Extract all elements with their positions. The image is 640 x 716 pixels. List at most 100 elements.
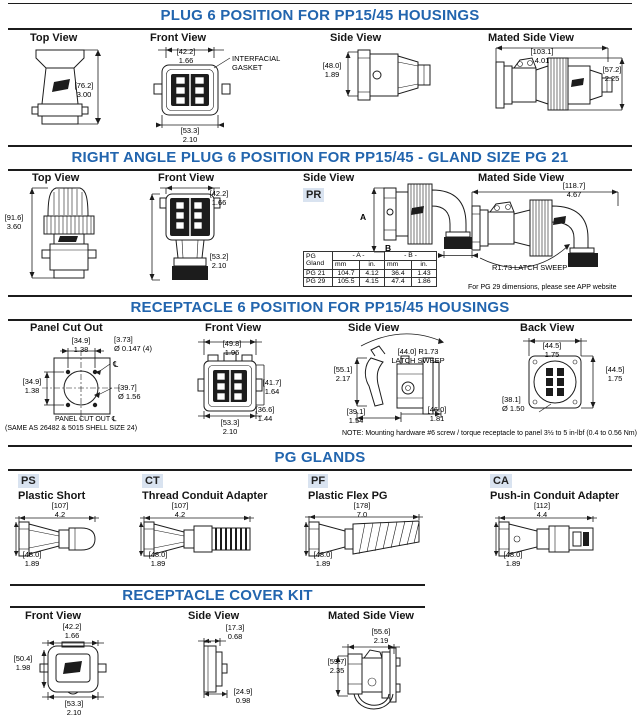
divider: [8, 295, 632, 297]
pg-gland-table: PG Gland - A - - B - mm in. mm in. PG 21…: [303, 251, 437, 288]
panel-cutout-caption: PANEL CUT OUT ℄: [55, 416, 117, 423]
dim-rec-side-bottom-left: [39.1]1.54: [346, 407, 366, 425]
dim-ca-height: [48.0]1.89: [503, 550, 523, 568]
section-title-receptacle: RECEPTACLE 6 POSITION FOR PP15/45 HOUSIN…: [130, 299, 510, 316]
divider: [8, 169, 632, 171]
code-badge-ps: PS: [18, 474, 39, 488]
dim-plug-mated-height: [57.2]2.25: [602, 65, 622, 83]
view-label-plug-front: Front View: [150, 32, 207, 44]
divider: [8, 469, 632, 471]
cover-side-view-drawing: [198, 638, 228, 698]
dim-ps-length: [107]4.2: [51, 501, 69, 519]
mounting-note: NOTE: Mounting hardware #6 screw / torqu…: [342, 430, 637, 437]
cover-front-view-drawing: [39, 640, 107, 700]
divider: [8, 445, 632, 447]
divider: [8, 28, 632, 30]
divider: [8, 319, 632, 321]
view-label-ra-top: Top View: [32, 172, 80, 184]
gland-name-ct: Thread Conduit Adapter: [142, 490, 268, 502]
dim-ct-length: [107]4.2: [171, 501, 189, 519]
gland-ct-drawing: [139, 515, 254, 557]
latch-sweep-dim: [44.0] R1.73 LATCH SWEEP: [391, 347, 445, 365]
pg29-footnote: For PG 29 dimensions, please see APP web…: [468, 284, 617, 291]
dim-cover-mated-top: [55.6]2.19: [371, 627, 391, 645]
dim-rec-back-right: [44.5]1.75: [605, 365, 625, 383]
dim-ra-mated-width: [118.7]4.67: [562, 181, 586, 199]
table-header-b: - B -: [384, 251, 437, 261]
view-label-ra-front: Front View: [158, 172, 215, 184]
dim-rec-back-circle: [38.1]Ø 1.50: [502, 395, 525, 413]
dim-ra-top-height: [91.6]3.60: [4, 213, 24, 231]
dim-pf-height: [48.0]1.89: [313, 550, 333, 568]
code-badge-ct: CT: [142, 474, 163, 488]
dim-ra-front-bottom: [53.2]2.10: [209, 252, 229, 270]
rec-side-view-drawing: [354, 333, 444, 422]
divider: [8, 145, 632, 147]
dim-rec-back-top: [44.5]1.75: [542, 341, 562, 359]
ra-plug-top-view-drawing: [29, 187, 97, 279]
view-label-cover-mated: Mated Side View: [328, 610, 414, 622]
view-label-ra-side: Side View: [303, 172, 355, 184]
section-title-plug: PLUG 6 POSITION FOR PP15/45 HOUSINGS: [160, 7, 480, 24]
plug-side-view-drawing: [345, 49, 431, 101]
section-title-cover: RECEPTACLE COVER KIT: [122, 587, 313, 604]
plug-front-view-drawing: [153, 47, 231, 128]
dim-rec-front-right: [41.7]1.64: [262, 378, 282, 396]
dim-rec-side-bottom-right: [46.0]1.81: [427, 405, 447, 423]
section-title-glands: PG GLANDS: [274, 449, 366, 466]
gland-pf-drawing: [304, 514, 423, 557]
dim-panel-left: [34.9]1.38: [22, 377, 42, 395]
gland-name-pf: Plastic Flex PG: [308, 490, 388, 502]
table-header-a: - A -: [332, 251, 385, 261]
dim-plug-front-bottom: [53.3]2.10: [180, 126, 200, 144]
view-label-cover-front: Front View: [25, 610, 82, 622]
dim-rec-side-left: [55.1]2.17: [333, 365, 353, 383]
dim-plug-front-top: [42.2]1.66: [176, 47, 196, 65]
table-row: PG 29 105.5 4.15 47.4 1.86: [303, 277, 437, 288]
divider: [8, 3, 632, 4]
plug-mated-view-drawing: [495, 45, 625, 111]
dim-pf-length: [178]7.0: [353, 501, 371, 519]
dim-ra-front-top: [42.2]1.66: [209, 189, 229, 207]
view-label-ra-mated: Mated Side View: [478, 172, 564, 184]
dim-cover-side-top: [17.3]0.68: [225, 623, 245, 641]
code-badge-pr: PR: [303, 188, 325, 202]
dim-cover-front-top: [42.2]1.66: [62, 622, 82, 640]
gland-name-ca: Push-in Conduit Adapter: [490, 490, 620, 502]
cover-mated-view-drawing: [335, 644, 401, 710]
panel-cutout-subcaption: (SAME AS 26482 & 5015 SHELL SIZE 24): [5, 425, 138, 432]
plug-top-view-drawing: [31, 49, 101, 125]
section-title-right-angle: RIGHT ANGLE PLUG 6 POSITION FOR PP15/45 …: [71, 149, 569, 166]
view-label-rec-back: Back View: [520, 322, 575, 334]
dim-rec-front-bottom: [53.3]2.10: [220, 418, 240, 436]
view-label-rec-side: Side View: [348, 322, 400, 334]
dim-ra-side-a: A: [360, 212, 367, 222]
rec-back-view-drawing: [523, 338, 596, 413]
gland-ca-drawing: [494, 515, 597, 557]
view-label-rec-panel: Panel Cut Out: [30, 322, 103, 334]
dim-ct-height: [48.0]1.89: [148, 550, 168, 568]
dim-plug-side-height: [48.0]1.89: [322, 61, 342, 79]
divider: [10, 606, 425, 608]
panel-cutout-drawing: [42, 348, 122, 422]
dim-cover-front-left: [50.4]1.98: [13, 654, 33, 672]
table-row: PG 21 104.7 4.12 36.4 1.43: [303, 268, 437, 279]
interfacial-gasket-callout: INTERFACIAL GASKET: [232, 54, 281, 72]
dim-plug-top-height: [76.2]3.00: [74, 81, 94, 99]
view-label-plug-mated: Mated Side View: [488, 32, 574, 44]
view-label-cover-side: Side View: [188, 610, 240, 622]
dim-panel-circle: [39.7]Ø 1.56: [118, 383, 141, 401]
dim-panel-holes: [3.73]Ø 0.147 (4): [114, 335, 152, 353]
ra-plug-mated-view-drawing: [471, 189, 619, 268]
dim-panel-top: [34.9]1.38: [71, 336, 91, 354]
dim-ca-length: [112]4.4: [533, 501, 551, 519]
latch-sweep-note: R1.73 LATCH SWEEP: [492, 263, 568, 272]
view-label-plug-side: Side View: [330, 32, 382, 44]
divider: [10, 584, 425, 586]
dim-ra-side-b: B: [385, 243, 392, 253]
view-label-plug-top: Top View: [30, 32, 78, 44]
dim-ps-height: [48.0]1.89: [22, 550, 42, 568]
gland-name-ps: Plastic Short: [18, 490, 86, 502]
table-header-gland: PG Gland: [303, 251, 333, 270]
